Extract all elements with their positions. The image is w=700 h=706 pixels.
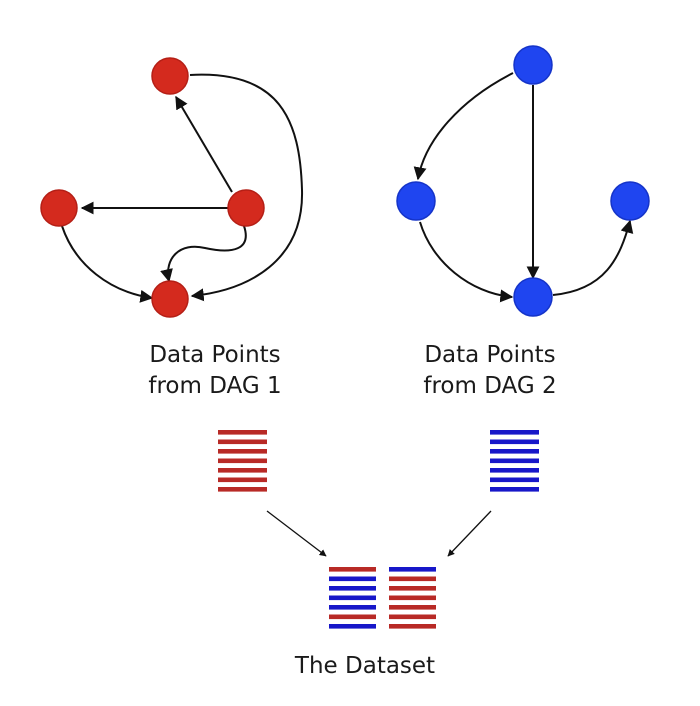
dag2-caption: Data Points from DAG 2 <box>395 340 585 402</box>
dataset-right-row <box>389 605 436 610</box>
merge-arrows <box>266 510 492 557</box>
dag2-node-b <box>396 181 436 221</box>
dag1-datapoint-row <box>218 468 267 473</box>
dag1-edge-c-to-a <box>175 95 233 193</box>
dataset-left-row <box>329 567 376 572</box>
merge-arrow-dag2 <box>447 510 492 557</box>
dag2-edge-d-to-c <box>552 219 634 296</box>
dataset-right-row <box>389 614 436 620</box>
dataset-left-row <box>329 614 376 620</box>
dataset-right-row <box>389 595 436 601</box>
dag2-datapoint-row <box>490 430 539 435</box>
dag2-caption-line1: Data Points <box>424 342 556 368</box>
dag1-node-a <box>151 57 189 95</box>
dataset-right-row <box>389 624 436 629</box>
dag2-edge-b-to-d <box>419 221 514 303</box>
dag1-datapoint-stack <box>218 430 267 492</box>
dag2-datapoint-row <box>490 468 539 473</box>
dataset-left-row <box>329 595 376 601</box>
dataset-left-row <box>329 605 376 610</box>
dataset-left-row <box>329 624 376 629</box>
dag2-node-a <box>513 45 553 85</box>
dag2-datapoint-row <box>490 439 539 445</box>
merge-arrow-dag1 <box>266 510 327 557</box>
dataset-stack-right <box>389 567 436 629</box>
dag2-datapoint-row <box>490 487 539 492</box>
dag1-caption: Data Points from DAG 1 <box>120 340 310 402</box>
dataset-right-row <box>389 567 436 572</box>
dataset-left-row <box>329 586 376 591</box>
dag1-edges <box>61 73 304 303</box>
dag1-node-d <box>151 280 189 318</box>
dag1-caption-line2: from DAG 1 <box>148 373 282 399</box>
dag1-datapoint-row <box>218 458 267 464</box>
dag1-node-b <box>40 189 78 227</box>
dataset-caption-text: The Dataset <box>294 653 436 679</box>
dataset-right-row <box>389 586 436 591</box>
dag1-datapoint-row <box>218 449 267 454</box>
dag1-edge-a-to-d <box>189 73 304 302</box>
dag1-datapoint-row <box>218 487 267 492</box>
dag2-datapoint-row <box>490 477 539 483</box>
dag2-node-d <box>513 277 553 317</box>
dag1-edge-b-to-d <box>61 225 154 303</box>
dataset-stack-left <box>329 567 376 629</box>
dag2-datapoint-stack <box>490 430 539 492</box>
dag1-node-c <box>227 189 265 227</box>
dag2-datapoint-row <box>490 458 539 464</box>
dag1-datapoint-row <box>218 439 267 445</box>
dataset-caption: The Dataset <box>270 651 460 682</box>
dag2-caption-line2: from DAG 2 <box>423 373 557 399</box>
dag2-node-c <box>610 181 650 221</box>
dag1-datapoint-row <box>218 430 267 435</box>
dag1-datapoint-row <box>218 477 267 483</box>
dag2-nodes <box>396 45 650 317</box>
dag1-nodes <box>40 57 265 318</box>
dataset-left-row <box>329 576 376 582</box>
dag2-datapoint-row <box>490 449 539 454</box>
dag1-edge-c-to-d <box>160 225 247 283</box>
dag2-edge-a-to-b <box>413 72 514 181</box>
dataset-right-row <box>389 576 436 582</box>
dag2-edges <box>413 72 634 303</box>
dag1-caption-line1: Data Points <box>149 342 281 368</box>
